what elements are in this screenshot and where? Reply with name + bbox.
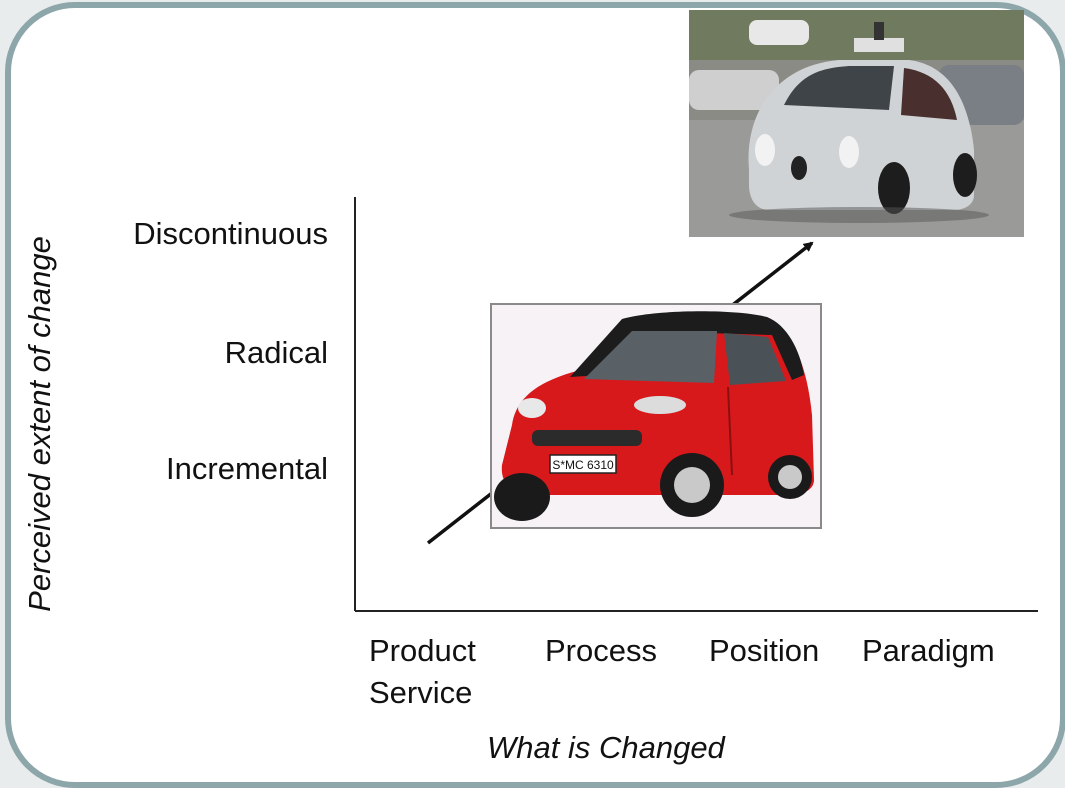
y-level-incremental: Incremental — [166, 451, 328, 486]
y-level-discontinuous: Discontinuous — [133, 216, 328, 251]
small-car-image: S*MC 6310 — [490, 303, 822, 529]
x-category-process: Process — [545, 633, 657, 668]
y-level-radical: Radical — [224, 335, 328, 370]
x-category-position: Position — [709, 633, 820, 668]
x-category-product-service-text: Product Service — [369, 633, 476, 710]
x-category-paradigm: Paradigm — [862, 633, 995, 668]
license-plate-text: S*MC 6310 — [552, 458, 614, 472]
x-axis-title: What is Changed — [487, 730, 725, 765]
x-category-product-service: Product Service — [369, 630, 476, 714]
self-driving-car-image — [689, 10, 1024, 237]
